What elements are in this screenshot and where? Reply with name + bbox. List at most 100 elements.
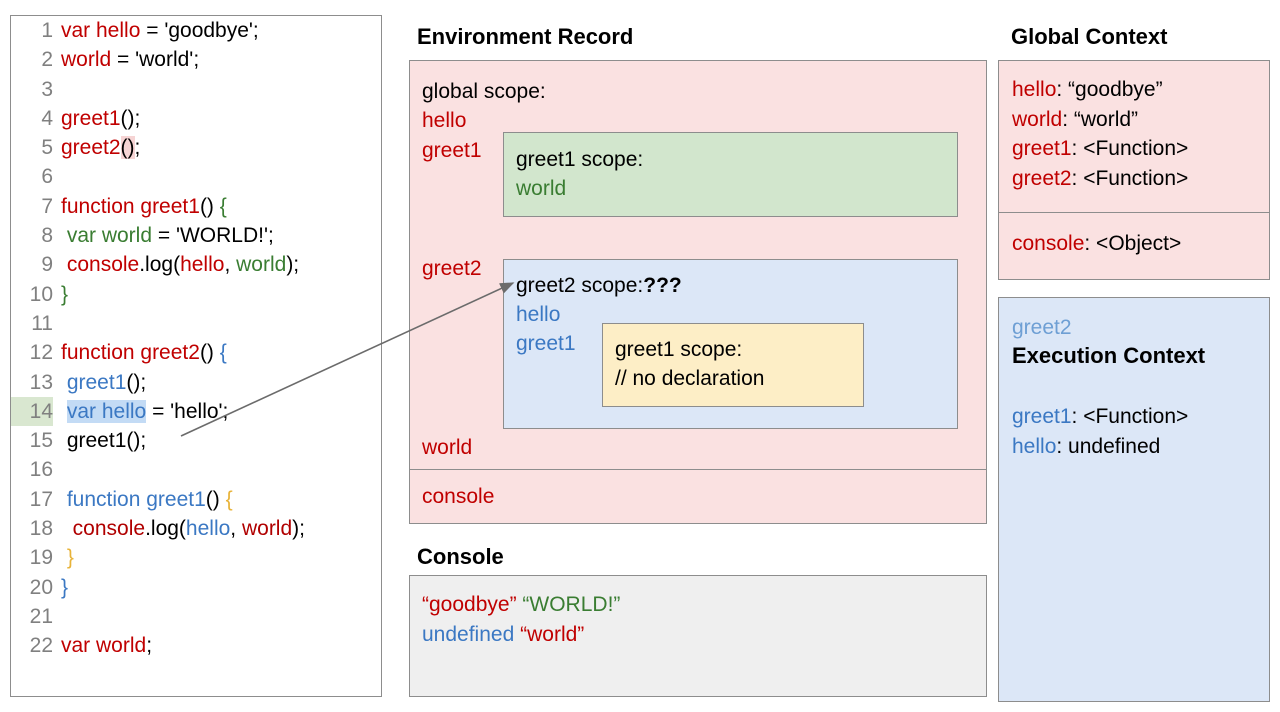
code-line-number: 7 — [41, 194, 53, 218]
code-line[interactable]: 17 function greet1() { — [11, 485, 381, 514]
greet1-inner-scope-box: greet1 scope: // no declaration — [602, 323, 864, 407]
code-line-number: 8 — [41, 224, 53, 248]
code-line-number: 9 — [41, 253, 53, 277]
context-binding-value: : undefined — [1056, 435, 1161, 458]
greet2-scope-label: greet2 scope:??? — [516, 271, 682, 300]
code-token: ); — [292, 517, 305, 541]
code-token: world — [61, 48, 112, 72]
code-line-text — [53, 458, 61, 481]
code-token: hello — [180, 253, 225, 277]
code-token: greet1 — [61, 106, 121, 130]
code-line-text: console.log(hello, world); — [53, 253, 299, 276]
code-token: var hello — [66, 399, 147, 423]
code-token: .log( — [145, 517, 186, 541]
code-line[interactable]: 10} — [11, 280, 381, 309]
context-binding-key: greet2 — [1012, 166, 1072, 190]
execution-context-row: greet1: <Function> — [1012, 402, 1188, 431]
code-line[interactable]: 20} — [11, 573, 381, 602]
code-line-text: greet1(); — [53, 429, 146, 452]
code-line[interactable]: 6 — [11, 162, 381, 191]
code-line-text: var hello = 'goodbye'; — [53, 19, 259, 42]
greet2-scope-unknown-marker: ??? — [643, 274, 682, 297]
code-line-number: 13 — [29, 370, 53, 394]
context-binding-value: : <Function> — [1071, 137, 1189, 160]
code-line-number: 21 — [29, 604, 53, 628]
global-binding-world: world — [422, 436, 473, 459]
code-line-text: } — [53, 283, 68, 306]
code-token: console — [61, 517, 146, 541]
code-token: console — [61, 253, 140, 277]
code-line[interactable]: 19 } — [11, 543, 381, 572]
code-line[interactable]: 9 console.log(hello, world); — [11, 250, 381, 279]
greet2-scope-box: greet2 scope:??? hello greet1 greet1 sco… — [503, 259, 958, 429]
code-token: .log( — [139, 253, 181, 277]
code-line-text: world = 'world'; — [53, 48, 199, 71]
execution-context-heading: Execution Context — [1012, 343, 1206, 368]
code-line[interactable]: 18 console.log(hello, world); — [11, 514, 381, 543]
context-binding-row: hello: “goodbye” — [999, 61, 1269, 105]
code-token: world — [241, 517, 293, 541]
code-line[interactable]: 21 — [11, 602, 381, 631]
code-line-number: 6 — [41, 165, 53, 189]
context-binding-value: : “world” — [1062, 107, 1139, 131]
code-token: hello — [185, 517, 231, 541]
code-line-text: var hello = 'hello'; — [53, 399, 228, 423]
context-binding-row: greet2: <Function> — [999, 164, 1269, 194]
code-line[interactable]: 3 — [11, 75, 381, 104]
code-token: () — [199, 341, 220, 365]
context-binding-key: hello — [1012, 435, 1057, 458]
code-line-text: } — [53, 546, 74, 569]
code-token: () — [199, 194, 220, 218]
code-line-text: } — [53, 576, 68, 599]
code-line-text: function greet1() { — [53, 488, 233, 511]
code-token: function greet2 — [61, 341, 200, 365]
code-line-number: 1 — [41, 19, 53, 42]
context-binding-key: console — [1012, 232, 1085, 255]
global-binding-greet1: greet1 — [422, 139, 482, 162]
code-line[interactable]: 15 greet1(); — [11, 426, 381, 455]
global-binding-hello: hello — [422, 109, 467, 132]
greet1-scope-binding-world: world — [516, 177, 567, 200]
code-token: { — [225, 487, 233, 511]
code-line-text: function greet2() { — [53, 341, 227, 364]
code-token: { — [219, 341, 227, 365]
context-binding-row: greet1: <Function> — [999, 134, 1269, 164]
global-context-variables: hello: “goodbye”world: “world”greet1: <F… — [999, 61, 1269, 213]
code-line[interactable]: 11 — [11, 309, 381, 338]
code-line-text: console.log(hello, world); — [53, 517, 305, 540]
code-line-text: greet1(); — [53, 107, 140, 130]
code-line[interactable]: 16 — [11, 455, 381, 484]
code-token: var hello — [61, 19, 141, 42]
code-line-number: 16 — [29, 458, 53, 482]
code-line-number: 20 — [29, 575, 53, 599]
code-line[interactable]: 8 var world = 'WORLD!'; — [11, 221, 381, 250]
code-line-text: var world; — [53, 634, 152, 657]
code-token: , — [230, 517, 242, 541]
context-binding-value: : “goodbye” — [1056, 78, 1163, 101]
code-line-number: 4 — [41, 106, 53, 130]
code-line-number: 19 — [29, 546, 53, 570]
code-token: greet1 — [61, 370, 127, 394]
context-binding-key: greet1 — [1012, 405, 1072, 428]
code-token: () — [120, 136, 135, 160]
context-binding-key: greet1 — [1012, 137, 1072, 160]
code-line[interactable]: 13 greet1(); — [11, 368, 381, 397]
context-binding-value: : <Object> — [1084, 232, 1182, 255]
code-token: (); — [126, 370, 147, 394]
context-binding-key: hello — [1012, 78, 1057, 101]
code-token: var world — [61, 224, 153, 248]
code-token: = 'goodbye'; — [140, 19, 259, 42]
console-output-line: undefined “world” — [422, 620, 584, 649]
code-line[interactable]: 14 var hello = 'hello'; — [11, 396, 381, 427]
greet2-scope-binding-greet1: greet1 — [516, 332, 576, 355]
code-line-text: greet1(); — [53, 371, 146, 394]
